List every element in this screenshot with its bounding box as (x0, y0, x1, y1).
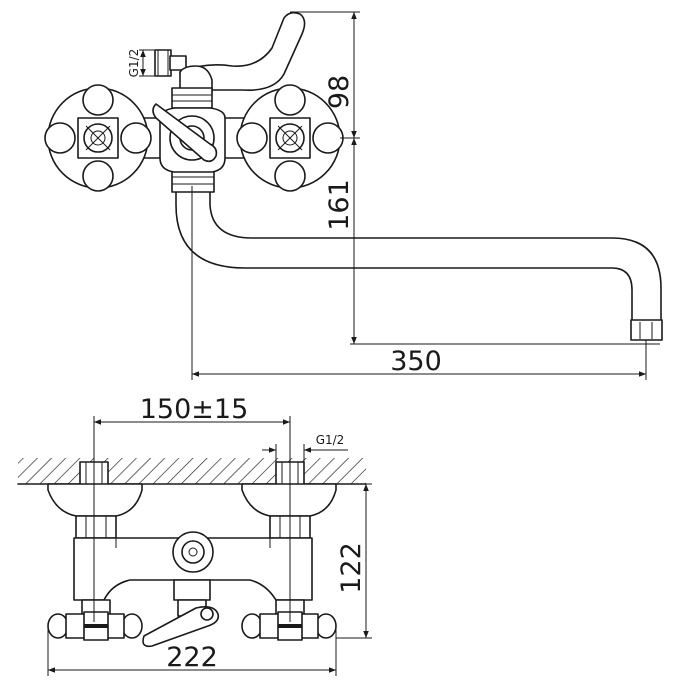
thread-label-side: G1/2 (127, 49, 141, 78)
left-escutcheon (47, 483, 143, 517)
right-handle (236, 84, 344, 192)
top-right-handle (241, 611, 337, 641)
upper-nut (171, 87, 213, 109)
dim-150: 150±15 (140, 394, 249, 425)
spout-aerator (630, 319, 663, 341)
front-view (44, 11, 663, 341)
spout-nut (171, 169, 215, 193)
top-view (17, 458, 367, 648)
dim-98: 98 (324, 75, 355, 109)
side-thread-stub (154, 49, 172, 77)
left-handle (44, 84, 152, 192)
diverter-lever-arm (179, 11, 306, 91)
dim-222: 222 (166, 642, 218, 673)
front-dimensions: 98 161 350 G1/2 (127, 11, 660, 380)
top-knob (179, 65, 213, 93)
spout (175, 189, 662, 323)
right-escutcheon (241, 483, 337, 517)
top-left-handle (47, 611, 143, 641)
wall-hatch (18, 458, 366, 484)
thread-label-bottom: G1/2 (316, 433, 345, 447)
dim-350: 350 (390, 346, 442, 377)
dim-161: 161 (324, 179, 355, 231)
center-diverter (152, 103, 218, 163)
dim-122: 122 (336, 542, 367, 594)
top-dimensions: 150±15 G1/2 122 222 (47, 394, 372, 676)
